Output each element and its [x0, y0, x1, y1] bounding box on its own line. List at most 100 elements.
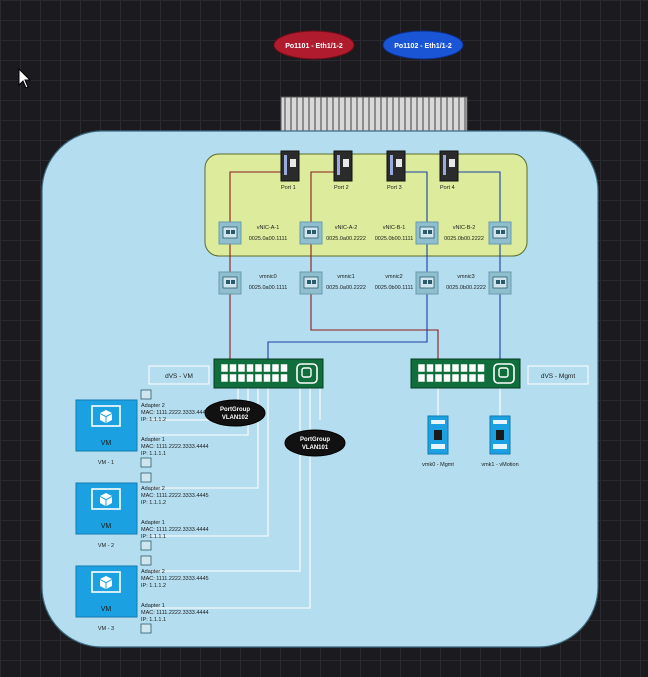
vmnic-1[interactable]: vmnic1 0025.0a00.2222 [299, 271, 366, 295]
adapter-mac: MAC: 1111.2222.3333.4445 [141, 410, 209, 416]
adapter-title: Adapter 2 [141, 486, 165, 492]
portgroup-vlan102-line1: PortGroup [220, 407, 250, 413]
vmnic-icon [415, 271, 439, 295]
vnic-mac: 0025.0b00.1111 [375, 236, 414, 242]
vnic-3[interactable]: vNIC-B-1 0025.0b00.1111 [375, 221, 439, 245]
vnic-1[interactable]: vNIC-A-1 0025.0a00.1111 [218, 221, 288, 245]
uplink-port-4[interactable]: Port 4 [439, 150, 459, 191]
adapter-nic-icon [140, 555, 152, 566]
vmnic-2[interactable]: vmnic2 0025.0b00.1111 [375, 271, 439, 295]
adapter-mac: MAC: 1111.2222.3333.4445 [141, 493, 209, 499]
adapter-nic-icon [140, 457, 152, 468]
adapter-ip: IP: 1.1.1.1 [141, 534, 166, 540]
dvs-mgmt-text: dVS - Mgmt [541, 373, 576, 380]
vmnic-mac: 0025.0a00.2222 [326, 285, 366, 291]
vm-icon-label: VM [101, 523, 112, 530]
vnic-mac: 0025.0a00.2222 [326, 236, 366, 242]
vmnic-mac: 0025.0a00.1111 [249, 285, 288, 291]
adapter-title: Adapter 1 [141, 437, 165, 443]
vmnic-name: vmnic1 [337, 274, 354, 280]
vnic-icon [415, 221, 439, 245]
vnic-name: vNIC-A-1 [257, 225, 280, 231]
nic-chip [396, 159, 402, 167]
vmnic-3[interactable]: vmnic3 0025.0b00.2222 [446, 271, 512, 295]
adapter-nic-icon [140, 623, 152, 634]
vnic-2[interactable]: vNIC-A-2 0025.0a00.2222 [299, 221, 366, 245]
vnic-icon [218, 221, 242, 245]
adapter-mac: MAC: 1111.2222.3333.4445 [141, 576, 209, 582]
vmk-label: vmk0 - Mgmt [422, 462, 454, 468]
adapter-nic-icon [140, 389, 152, 400]
portgroup-vlan102[interactable]: PortGroup VLAN102 [204, 399, 266, 427]
vmk-0[interactable]: vmk0 - Mgmt [422, 415, 454, 468]
vmware-logo-icon [493, 363, 515, 384]
nic-chip [449, 159, 455, 167]
vm-name: VM - 1 [98, 460, 114, 466]
uplink-port-label: Port 3 [387, 185, 402, 191]
port-channel-oval-b[interactable]: Po1102 - Eth1/1-2 [382, 30, 464, 60]
dvs-vm-label[interactable]: dVS - VM [148, 365, 210, 385]
oval-b-label: Po1102 - Eth1/1-2 [394, 43, 452, 50]
uplink-port-label: Port 2 [334, 185, 349, 191]
dvs-vm-switch[interactable] [213, 358, 324, 389]
uplink-port-label: Port 4 [440, 185, 455, 191]
vmnic-name: vmnic3 [457, 274, 474, 280]
nic-connector [443, 155, 446, 175]
vnic-mac: 0025.0b00.2222 [444, 236, 484, 242]
monitor-icon [91, 571, 121, 593]
vm-name: VM - 2 [98, 543, 114, 549]
vmnic-mac: 0025.0b00.1111 [375, 285, 414, 291]
vmnic-name: vmnic2 [385, 274, 402, 280]
vnic-name: vNIC-A-2 [335, 225, 358, 231]
vmk-1[interactable]: vmk1 - vMotion [481, 415, 519, 468]
monitor-icon [91, 405, 121, 427]
adapter-nic-icon [140, 472, 152, 483]
nic-chip [290, 159, 296, 167]
vnic-name: vNIC-B-1 [383, 225, 406, 231]
port-channel-oval-a[interactable]: Po1101 - Eth1/1-2 [273, 30, 355, 60]
nic-connector [284, 155, 287, 175]
adapter-mac: MAC: 1111.2222.3333.4444 [141, 610, 209, 616]
switch-port-grid [220, 363, 288, 383]
adapter-title: Adapter 1 [141, 603, 165, 609]
uplink-port-1[interactable]: Port 1 [280, 150, 300, 191]
vm-icon-label: VM [101, 606, 112, 613]
dvs-mgmt-switch[interactable] [410, 358, 521, 389]
adapter-title: Adapter 1 [141, 520, 165, 526]
adapter-mac: MAC: 1111.2222.3333.4444 [141, 527, 209, 533]
adapter-mac: MAC: 1111.2222.3333.4444 [141, 444, 209, 450]
vmnic-icon [218, 271, 242, 295]
nic-connector [390, 155, 393, 175]
vm-box [75, 399, 138, 452]
uplink-port-3[interactable]: Port 3 [386, 150, 406, 191]
vm-icon-label: VM [101, 440, 112, 447]
vmnic-icon [299, 271, 323, 295]
oval-a-label: Po1101 - Eth1/1-2 [285, 43, 343, 50]
monitor-icon [91, 488, 121, 510]
adapter-ip: IP: 1.1.1.1 [141, 617, 166, 623]
vnic-mac: 0025.0a00.1111 [249, 236, 288, 242]
portgroup-vlan101-line2: VLAN101 [302, 445, 329, 451]
nic-connector [337, 155, 340, 175]
dvs-mgmt-label[interactable]: dVS - Mgmt [527, 365, 589, 385]
vnics: vNIC-A-1 0025.0a00.1111 vNIC-A-2 0025.0a00.… [218, 221, 512, 245]
vmnic-icon [488, 271, 512, 295]
vnic-icon [488, 221, 512, 245]
vmnic-mac: 0025.0b00.2222 [446, 285, 486, 291]
adapter-ip: IP: 1.1.1.2 [141, 583, 166, 589]
uplink-port-2[interactable]: Port 2 [333, 150, 353, 191]
portgroup-vlan101[interactable]: PortGroup VLAN101 [284, 429, 346, 457]
